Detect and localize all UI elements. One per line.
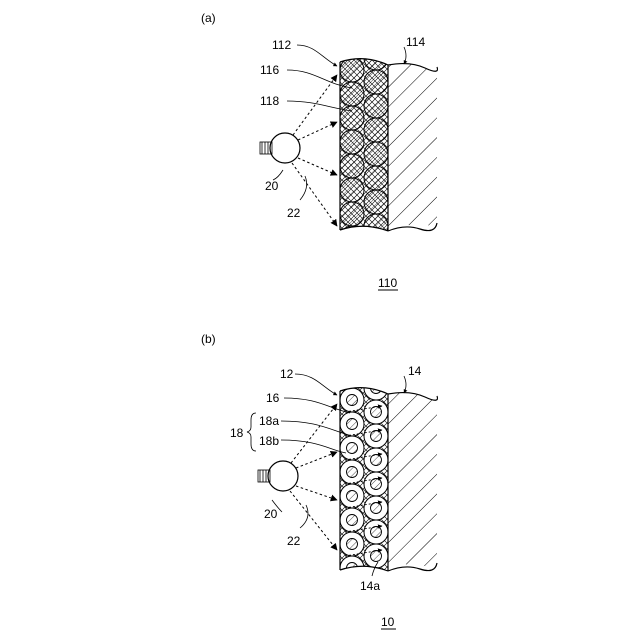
label-20: 20: [265, 179, 279, 193]
particle-core-18b: [347, 467, 358, 478]
particle-core-18b: [347, 515, 358, 526]
panel-b: (b): [201, 332, 440, 629]
particle-118: [340, 82, 364, 106]
particle-core-18b: [371, 479, 382, 490]
label-118: 118: [260, 94, 279, 108]
particle-118: [340, 130, 364, 154]
figure-number-b: 10: [381, 615, 395, 629]
particle-118: [364, 70, 388, 94]
particle-core-18b: [371, 527, 382, 538]
particle-118: [364, 46, 388, 70]
particle-core-18b: [347, 443, 358, 454]
substrate-114: [388, 55, 440, 235]
particle-core-18b: [347, 539, 358, 550]
label-22: 22: [287, 206, 301, 220]
label-22-b: 22: [287, 534, 301, 548]
label-18a: 18a: [259, 414, 279, 428]
particle-core-18b: [371, 503, 382, 514]
figure-number-a: 110: [378, 276, 397, 290]
particle-118: [340, 202, 364, 226]
light-rays-22: [292, 75, 337, 226]
particle-118: [364, 142, 388, 166]
panel-b-letter: (b): [201, 332, 216, 346]
label-18b: 18b: [259, 434, 279, 448]
label-14a: 14a: [360, 579, 380, 593]
particle-core-18b: [347, 419, 358, 430]
particle-core-18b: [371, 383, 382, 394]
label-112: 112: [272, 38, 291, 52]
particle-118: [364, 166, 388, 190]
panel-a-letter: (a): [201, 11, 216, 25]
label-12: 12: [280, 367, 294, 381]
film-layer-116: [340, 46, 388, 250]
label-116: 116: [260, 63, 279, 77]
particle-shell-18a: [340, 556, 364, 580]
label-18: 18: [230, 426, 244, 440]
particle-118: [364, 94, 388, 118]
panel-a: (a): [201, 11, 440, 290]
particle-core-18b: [371, 455, 382, 466]
label-114: 114: [406, 35, 425, 49]
light-source-bulb: [260, 133, 300, 163]
light-source-bulb-b: [258, 461, 298, 491]
particle-core-18b: [371, 407, 382, 418]
particle-118: [340, 58, 364, 82]
light-rays-22-b: [290, 404, 337, 550]
particle-118: [340, 226, 364, 250]
particle-core-18b: [371, 431, 382, 442]
particle-118: [364, 118, 388, 142]
substrate-14: [388, 384, 440, 574]
label-14: 14: [408, 364, 422, 378]
particle-core-18b: [347, 491, 358, 502]
label-20-b: 20: [264, 507, 278, 521]
particle-118: [340, 178, 364, 202]
particle-118: [340, 154, 364, 178]
particle-118: [364, 190, 388, 214]
particle-core-18b: [371, 551, 382, 562]
particle-core-18b: [347, 395, 358, 406]
label-16: 16: [266, 391, 280, 405]
